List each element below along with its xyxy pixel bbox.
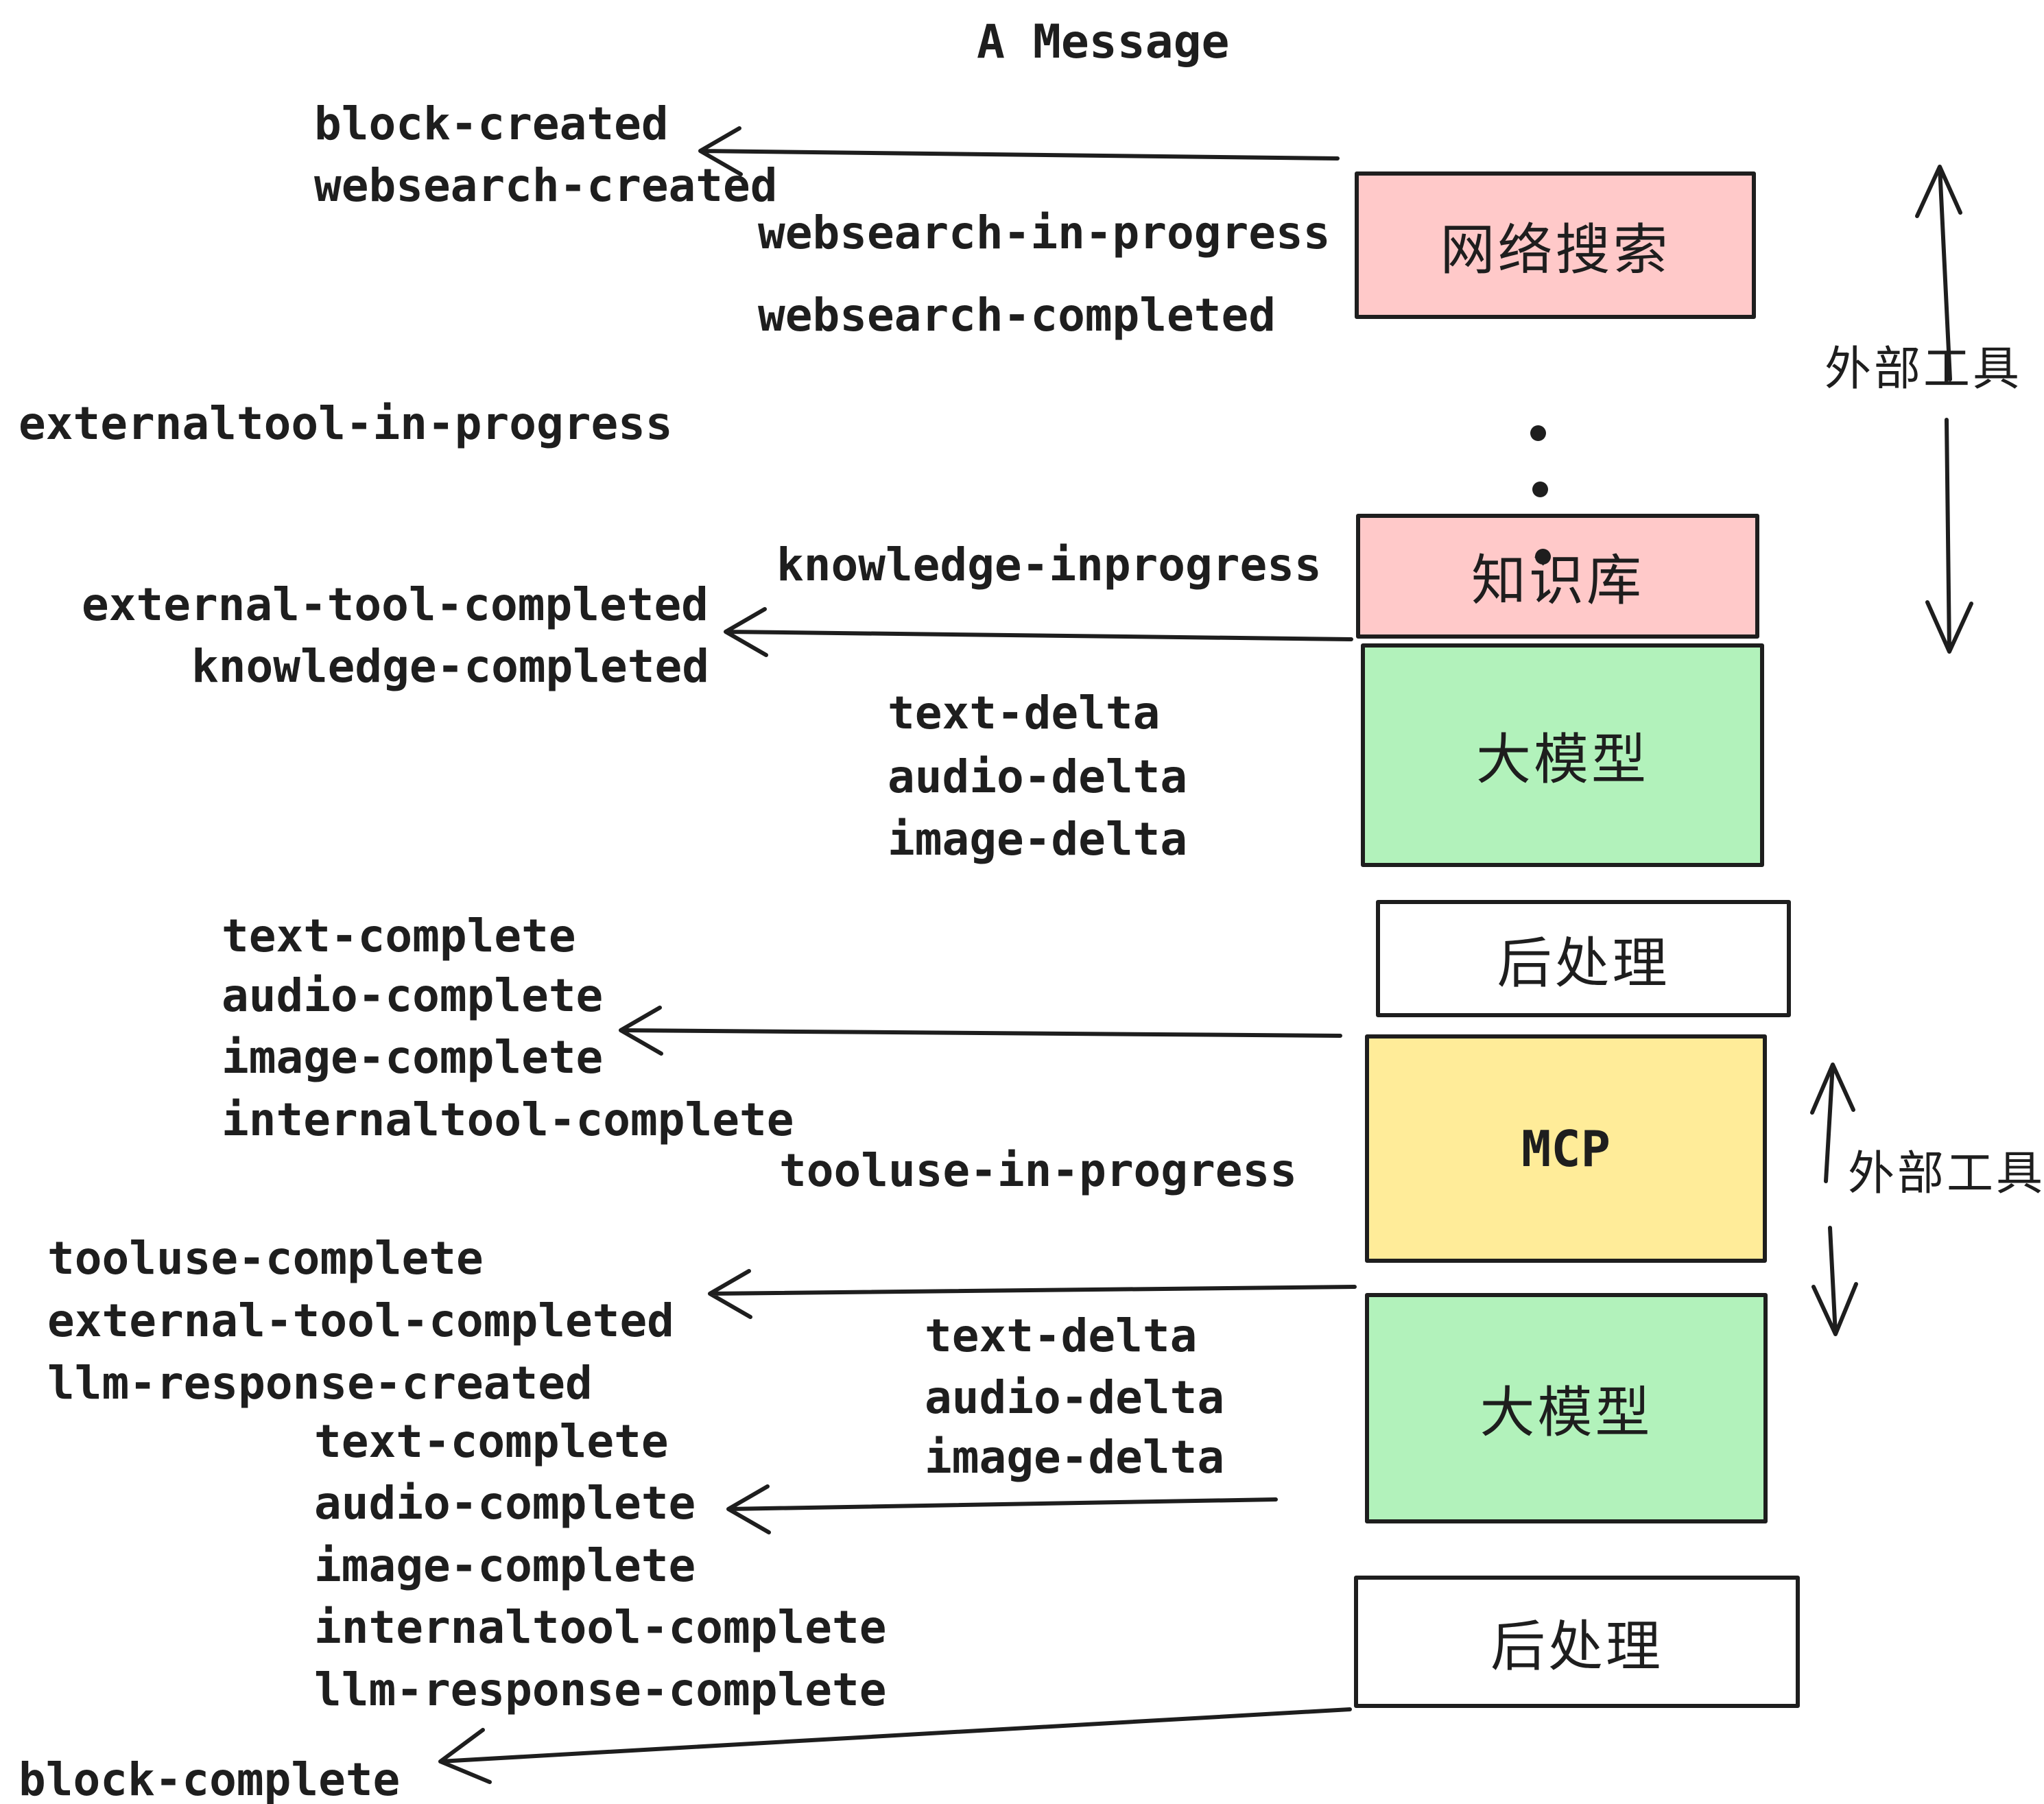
event-label-external-tool-completed: external-tool-completed — [82, 578, 709, 631]
event-label-audio-complete-1: audio-complete — [222, 969, 604, 1022]
event-label-text-complete-1: text-complete — [222, 910, 576, 962]
event-label-knowledge-completed: knowledge-completed — [191, 640, 709, 693]
box-postprocess-1-label: 后处理 — [1497, 932, 1670, 994]
box-websearch-label: 网络搜索 — [1440, 219, 1671, 281]
event-label-text-delta-1: text-delta — [888, 687, 1161, 739]
ellipsis-dot — [1535, 549, 1551, 565]
event-label-llm-response-created: llm-response-created — [47, 1357, 593, 1410]
ellipsis-dot — [1530, 425, 1546, 441]
event-label-block-complete: block-complete — [19, 1753, 401, 1804]
box-postprocess-2-label: 后处理 — [1490, 1615, 1663, 1677]
event-label-externaltool-in-progress: externaltool-in-progress — [19, 397, 673, 450]
box-llm-2: 大模型 — [1365, 1293, 1768, 1523]
arrow-to-knowledge-completed — [724, 607, 1353, 657]
event-label-knowledge-inprogress: knowledge-inprogress — [776, 538, 1322, 591]
external-tools-2-up-arrow — [1810, 1063, 1855, 1183]
box-knowledge-label: 知识库 — [1471, 550, 1644, 611]
side-label-external-tools-2: 外部工具 — [1848, 1148, 2044, 1200]
event-label-internaltool-complete-1: internaltool-complete — [222, 1093, 794, 1146]
event-label-tooluse-in-progress: tooluse-in-progress — [779, 1144, 1297, 1197]
box-llm-2-label: 大模型 — [1479, 1382, 1653, 1443]
event-label-text-complete-2: text-complete — [314, 1415, 669, 1468]
box-postprocess-1: 后处理 — [1376, 900, 1791, 1017]
arrow-to-image-complete — [619, 1006, 1342, 1056]
event-label-block-created: block-created — [314, 97, 669, 150]
box-mcp: MCP — [1365, 1034, 1767, 1263]
event-label-audio-delta-1: audio-delta — [888, 750, 1188, 803]
event-label-external-tool-completed-2: external-tool-completed — [47, 1294, 674, 1347]
arrow-to-block-created — [698, 126, 1340, 176]
box-websearch: 网络搜索 — [1355, 171, 1756, 319]
event-label-image-complete-2: image-complete — [314, 1539, 696, 1592]
event-label-llm-response-complete: llm-response-complete — [314, 1663, 887, 1716]
diagram-title: A Message — [977, 15, 1230, 69]
event-label-image-complete-1: image-complete — [222, 1031, 604, 1084]
event-label-audio-complete-2: audio-complete — [314, 1477, 696, 1530]
event-label-image-delta-1: image-delta — [888, 813, 1188, 866]
side-label-external-tools-1: 外部工具 — [1825, 343, 2023, 395]
box-mcp-label: MCP — [1521, 1119, 1611, 1178]
external-tools-1-down-arrow — [1925, 418, 1973, 654]
event-label-text-delta-2: text-delta — [925, 1309, 1198, 1362]
event-label-internaltool-complete-2: internaltool-complete — [314, 1601, 887, 1654]
ellipsis-dot — [1532, 482, 1548, 497]
external-tools-2-down-arrow — [1811, 1226, 1858, 1336]
event-label-websearch-in-progress: websearch-in-progress — [758, 206, 1331, 259]
box-llm-1: 大模型 — [1361, 643, 1764, 867]
event-label-audio-delta-2: audio-delta — [925, 1371, 1225, 1424]
box-llm-1-label: 大模型 — [1476, 729, 1649, 790]
event-label-tooluse-complete: tooluse-complete — [47, 1232, 484, 1285]
event-label-image-delta-2: image-delta — [925, 1431, 1225, 1484]
box-postprocess-2: 后处理 — [1354, 1576, 1800, 1708]
event-label-websearch-created: websearch-created — [314, 159, 778, 212]
arrow-to-block-complete — [438, 1707, 1352, 1784]
event-label-websearch-completed: websearch-completed — [758, 289, 1276, 342]
arrow-to-audio-complete — [726, 1484, 1278, 1534]
box-knowledge: 知识库 — [1356, 514, 1759, 639]
